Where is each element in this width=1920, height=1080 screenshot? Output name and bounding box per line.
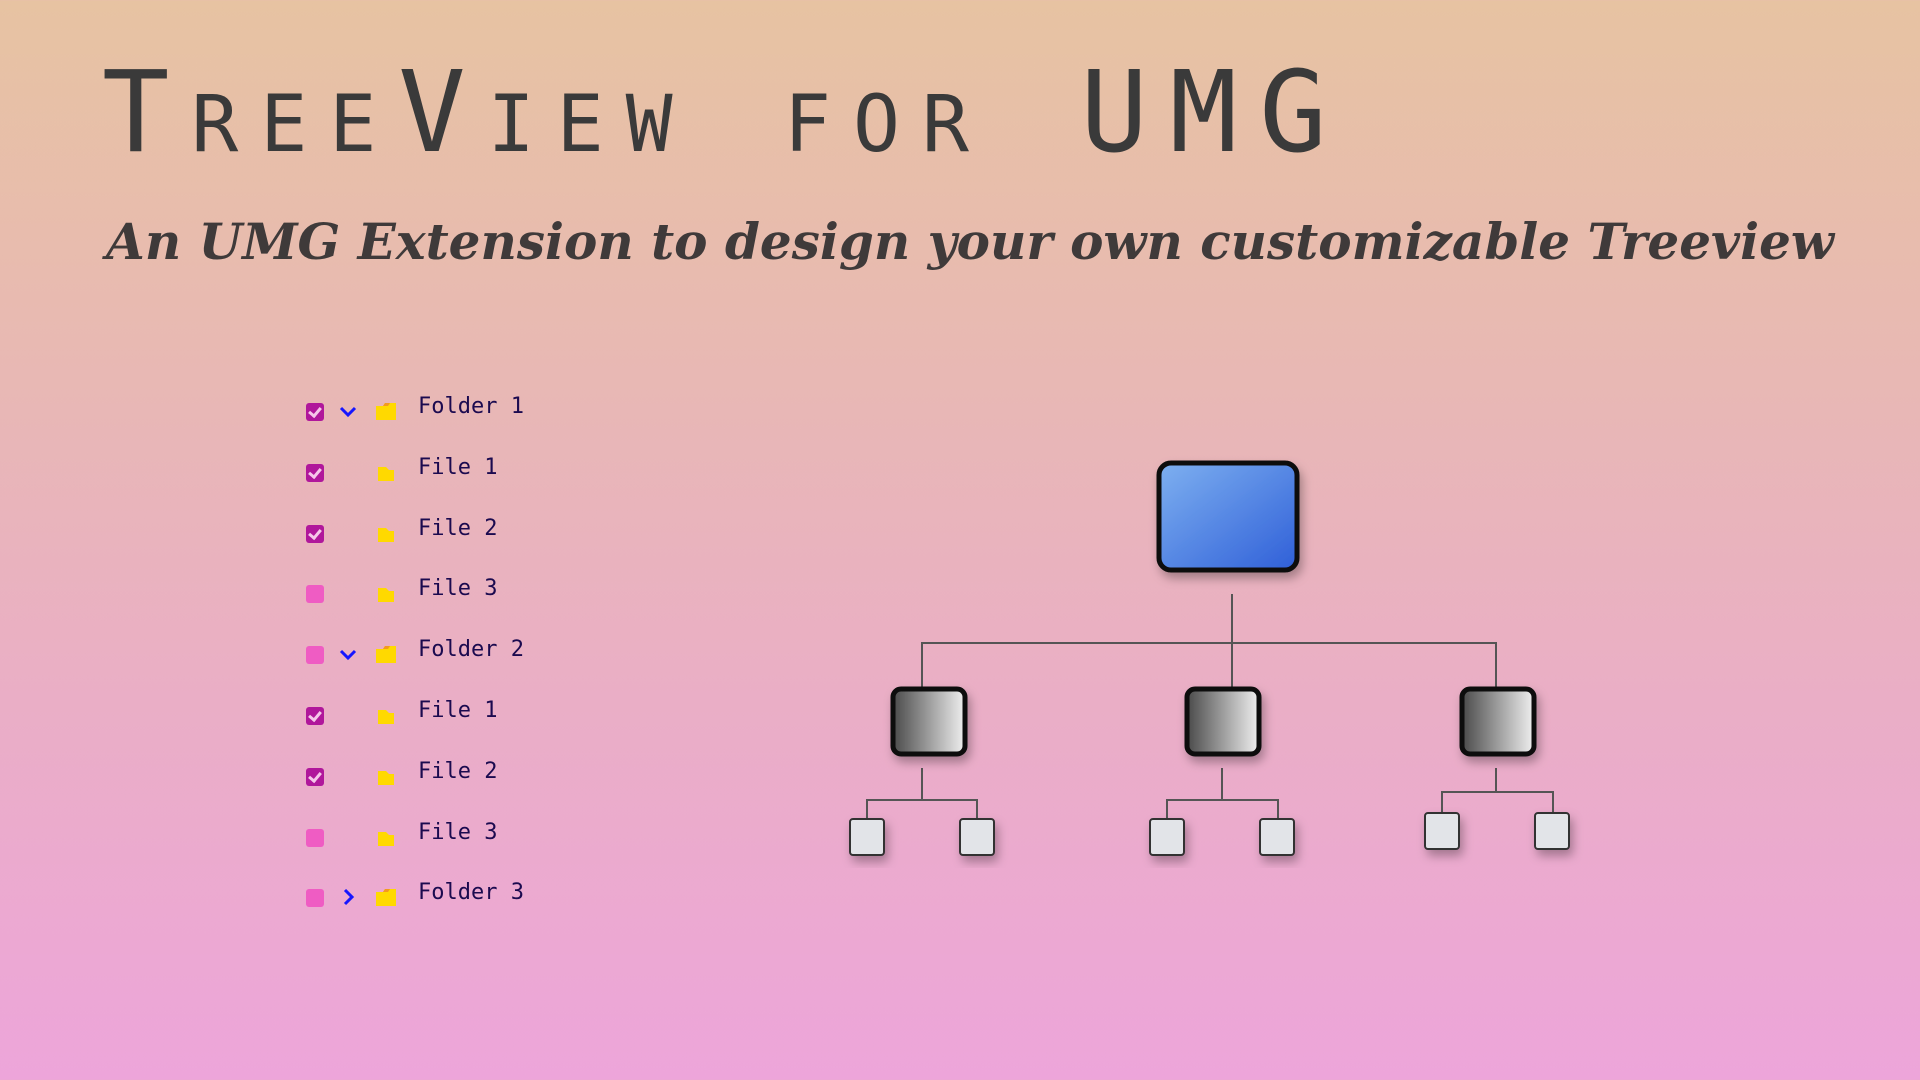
checkbox[interactable] bbox=[306, 585, 324, 604]
file-icon bbox=[378, 770, 394, 785]
tree-item[interactable]: Folder 3 bbox=[306, 876, 566, 916]
tree-item-label: File 1 bbox=[418, 698, 498, 723]
tree-item-label: Folder 2 bbox=[418, 637, 524, 663]
checkbox[interactable] bbox=[306, 707, 324, 725]
chevron-down-icon[interactable] bbox=[338, 401, 358, 421]
checkbox[interactable] bbox=[306, 524, 324, 543]
tree-item-label: File 1 bbox=[418, 454, 498, 480]
tree-item-label: Folder 1 bbox=[418, 394, 524, 419]
tree-item-label: File 2 bbox=[418, 758, 498, 784]
root-node bbox=[1156, 460, 1300, 573]
tree-item-label: File 3 bbox=[418, 576, 498, 602]
leaf-node bbox=[959, 818, 995, 856]
leaf-node bbox=[849, 818, 885, 856]
tree-item-label: Folder 3 bbox=[418, 880, 524, 906]
tree-item[interactable]: Folder 2 bbox=[306, 633, 566, 673]
tree-item[interactable]: File 3 bbox=[306, 816, 566, 856]
leaf-node bbox=[1149, 818, 1185, 856]
page-subtitle: An UMG Extension to design your own cust… bbox=[106, 212, 1834, 271]
leaf-node bbox=[1259, 818, 1295, 856]
tree-item[interactable]: File 2 bbox=[306, 512, 566, 552]
tree-item[interactable]: File 1 bbox=[306, 694, 566, 734]
tree-item[interactable]: File 1 bbox=[306, 451, 566, 491]
checkbox[interactable] bbox=[306, 403, 324, 421]
checkbox[interactable] bbox=[306, 889, 324, 908]
child-node bbox=[1459, 686, 1537, 757]
connector-lines bbox=[866, 594, 1554, 818]
file-icon bbox=[378, 588, 394, 603]
leaf-node bbox=[1534, 812, 1570, 850]
checkbox[interactable] bbox=[306, 828, 324, 847]
tree-item-label: File 3 bbox=[418, 819, 498, 845]
tree-item[interactable]: File 2 bbox=[306, 755, 566, 795]
chevron-right-icon[interactable] bbox=[338, 887, 358, 907]
tree-item[interactable]: File 3 bbox=[306, 572, 566, 612]
tree-item[interactable]: Folder 1 bbox=[306, 390, 566, 430]
page-title: TreeView for UMG bbox=[102, 48, 1349, 178]
folder-icon bbox=[376, 888, 396, 907]
file-icon bbox=[378, 710, 394, 724]
leaf-node bbox=[1424, 812, 1460, 850]
child-nodes bbox=[890, 686, 1537, 757]
tree-item-label: File 2 bbox=[418, 515, 498, 541]
folder-icon bbox=[376, 645, 396, 664]
child-node bbox=[890, 686, 968, 757]
checkbox[interactable] bbox=[306, 767, 324, 786]
leaf-nodes bbox=[849, 812, 1570, 856]
checkbox[interactable] bbox=[306, 463, 324, 482]
file-icon bbox=[378, 466, 394, 481]
folder-icon bbox=[376, 402, 396, 420]
file-icon bbox=[378, 831, 394, 846]
chevron-down-icon[interactable] bbox=[338, 644, 358, 664]
child-node bbox=[1184, 686, 1262, 757]
file-icon bbox=[378, 527, 394, 542]
checkbox[interactable] bbox=[306, 646, 324, 665]
